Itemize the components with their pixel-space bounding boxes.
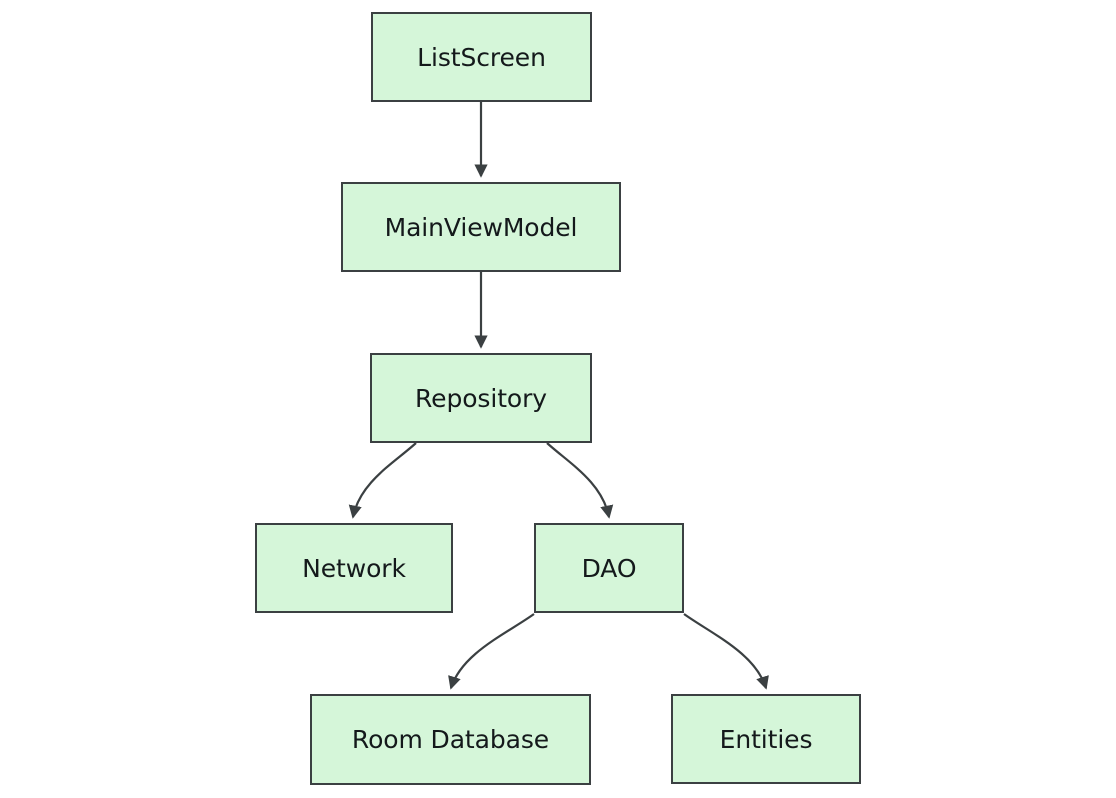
node-listscreen[interactable]: ListScreen <box>371 12 592 102</box>
node-repository-label: Repository <box>415 383 547 413</box>
node-room-database[interactable]: Room Database <box>310 694 591 785</box>
edge-dao-to-roomdatabase <box>448 613 535 690</box>
node-network-label: Network <box>302 553 406 583</box>
node-entities[interactable]: Entities <box>671 694 861 784</box>
node-mainviewmodel-label: MainViewModel <box>384 212 578 242</box>
node-dao-label: DAO <box>581 553 637 583</box>
node-entities-label: Entities <box>719 724 813 754</box>
node-mainviewmodel[interactable]: MainViewModel <box>341 182 621 272</box>
edge-repository-to-dao <box>546 442 614 519</box>
node-network[interactable]: Network <box>255 523 453 613</box>
node-listscreen-label: ListScreen <box>417 42 546 72</box>
node-room-database-label: Room Database <box>351 725 550 754</box>
edge-repository-to-network <box>348 442 417 519</box>
node-repository[interactable]: Repository <box>370 353 592 443</box>
node-dao[interactable]: DAO <box>534 523 684 613</box>
edge-dao-to-entities <box>683 613 769 690</box>
